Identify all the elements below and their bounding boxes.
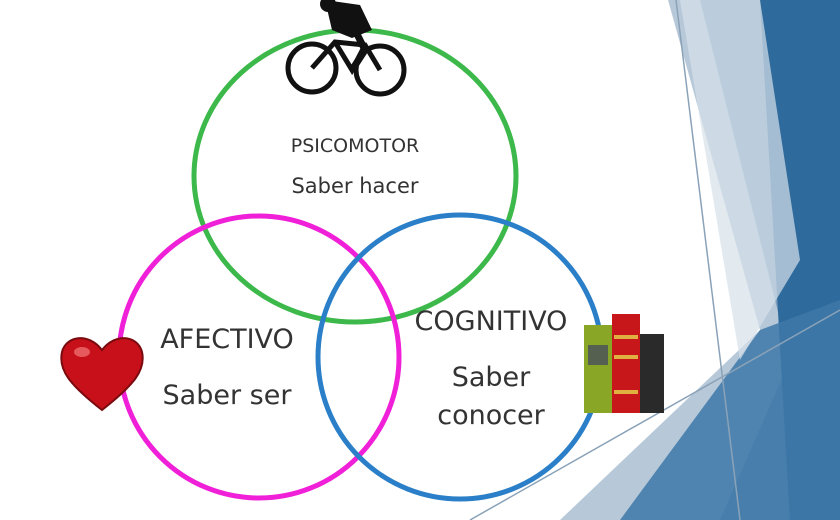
cyclist-icon xyxy=(285,0,407,97)
cognitivo-title: COGNITIVO xyxy=(415,306,568,337)
cognitivo-subtitle-line1: Saber xyxy=(452,362,531,393)
books-icon xyxy=(584,314,664,413)
afectivo-title: AFECTIVO xyxy=(160,324,294,355)
afectivo-subtitle: Saber ser xyxy=(163,380,293,411)
slide-decoration xyxy=(469,0,840,520)
cognitivo-circle xyxy=(315,212,605,502)
heart-icon xyxy=(60,337,144,412)
psicomotor-title: PSICOMOTOR xyxy=(291,135,419,157)
cognitivo-subtitle-line2: conocer xyxy=(437,400,545,431)
psicomotor-subtitle: Saber hacer xyxy=(291,174,418,198)
